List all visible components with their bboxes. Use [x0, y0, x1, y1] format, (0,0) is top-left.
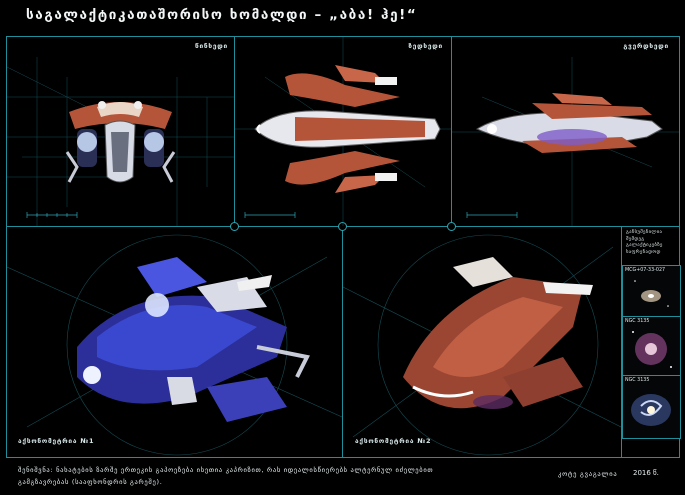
galaxy-name-2: NGC 3135 — [625, 319, 650, 324]
frame-left-rule — [6, 36, 7, 458]
side-view-label: გვერდხედი — [623, 42, 669, 50]
ship-top-drawing — [254, 65, 441, 193]
side-view-panel: გვერდხედი — [452, 37, 679, 226]
galaxy-thumb-3: NGC 3135 — [622, 375, 681, 439]
axonometry-1-label: აქსონომეტრია №1 — [18, 437, 95, 445]
top-view-label: ზედხედი — [408, 42, 443, 50]
sheet-title: საგალაქტიკათაშორისო ხომალდი – „აბა! ჰე!“ — [26, 7, 418, 23]
ship-side-drawing — [475, 93, 663, 153]
footer-year: 2016 წ. — [633, 469, 659, 477]
frame-v1 — [234, 36, 235, 226]
axonometry-2-label: აქსონომეტრია №2 — [355, 437, 432, 445]
ship-axonometry-1-drawing — [77, 257, 310, 422]
frame-node-3 — [447, 222, 456, 231]
front-view-label: წინხედი — [195, 42, 228, 50]
footer-note: შენიშვნა: ნახატების ზარშე ერთეკის გაპოეზ… — [18, 466, 434, 486]
frame-node-2 — [338, 222, 347, 231]
galaxy-name-1: MCG+07-33-027 — [625, 268, 666, 273]
frame-top-rule — [6, 36, 679, 37]
ship-axonometry-2-drawing — [403, 257, 593, 409]
front-view-panel: წინხედი — [7, 37, 234, 226]
frame-right-rule — [679, 36, 680, 458]
galaxies-heading: განსუშენილია შემდეგ გალაქტიკებზე საფრენა… — [626, 230, 663, 255]
frame-node-1 — [230, 222, 239, 231]
axonometry-2-panel: აქსონომეტრია №2 — [343, 227, 621, 457]
axonometry-1-panel: აქსონომეტრია №1 — [7, 227, 342, 457]
frame-v3 — [342, 226, 343, 457]
galaxy-thumb-1: MCG+07-33-027 — [622, 265, 681, 317]
frame-bottom-rule — [6, 457, 679, 458]
ship-front-drawing — [65, 101, 176, 183]
top-view-panel: ზედხედი — [235, 37, 451, 226]
frame-v4 — [621, 226, 622, 457]
galaxy-thumb-2: NGC 3135 — [622, 316, 681, 376]
footer-author: კოტე გვაგალია — [558, 470, 618, 478]
galaxy-name-3: NGC 3135 — [625, 378, 650, 383]
frame-v2 — [451, 36, 452, 226]
